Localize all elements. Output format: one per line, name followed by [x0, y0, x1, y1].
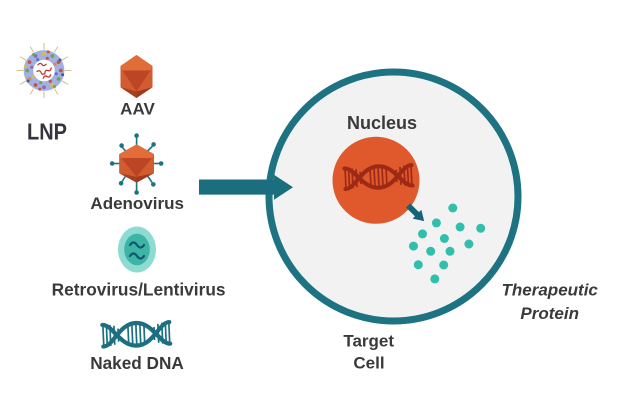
svg-text:Nucleus: Nucleus	[347, 113, 417, 133]
svg-text:Adenovirus: Adenovirus	[90, 194, 184, 213]
svg-text:LNP: LNP	[27, 118, 67, 145]
svg-text:Cell: Cell	[353, 353, 384, 372]
svg-text:Retrovirus/Lentivirus: Retrovirus/Lentivirus	[52, 280, 226, 300]
svg-text:AAV: AAV	[120, 99, 155, 118]
svg-text:Target: Target	[343, 332, 394, 351]
svg-text:Therapeutic: Therapeutic	[502, 281, 599, 300]
svg-text:Naked DNA: Naked DNA	[90, 353, 184, 373]
svg-text:Protein: Protein	[520, 304, 579, 323]
